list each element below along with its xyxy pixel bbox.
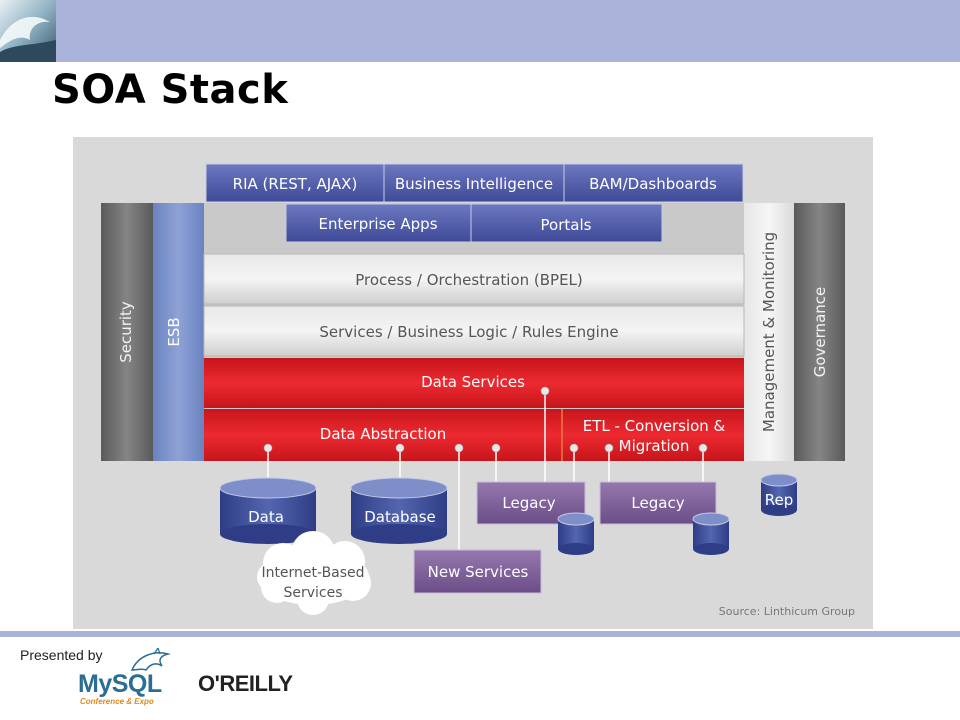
business-intelligence-label: Business Intelligence (395, 175, 553, 193)
security-bar (101, 203, 153, 461)
mysql-logo-subtitle: Conference & Expo (80, 697, 154, 706)
esb-label: ESB (165, 317, 183, 346)
governance-label: Governance (811, 287, 829, 378)
ria-label: RIA (REST, AJAX) (233, 175, 358, 193)
source-credit: Source: Linthicum Group (719, 605, 855, 618)
portals-box (470, 203, 663, 243)
slide-title: SOA Stack (52, 67, 289, 113)
esb-bar (153, 203, 204, 461)
management-bar (744, 203, 794, 461)
internet-cloud-icon: Internet-Based Services (257, 531, 371, 615)
new-services-label: New Services (428, 563, 529, 581)
presented-by-label: Presented by (20, 647, 103, 663)
mysql-logo: MySQL (78, 670, 162, 699)
connectors (267, 391, 704, 550)
security-label: Security (117, 301, 135, 363)
legacy-2-cylinder (692, 512, 730, 555)
diagram-panel: RIA (REST, AJAX) Business Intelligence B… (73, 137, 873, 629)
data-label: Data (248, 508, 284, 526)
header-bar (0, 0, 960, 62)
services-layer (203, 305, 745, 357)
mysql-logo-text: MySQL (78, 670, 162, 698)
database-cylinder: Database (350, 477, 448, 544)
rep-cylinder: Rep (760, 473, 798, 516)
footer-rule (0, 631, 960, 637)
enterprise-apps-box (285, 203, 472, 243)
etl-label-line2: Migration (619, 437, 690, 455)
data-services-layer (204, 358, 744, 408)
dolphin-icon (130, 646, 172, 680)
rep-label: Rep (765, 491, 794, 509)
bam-dashboards-label: BAM/Dashboards (589, 175, 717, 193)
second-row: Enterprise Apps Portals (285, 203, 663, 243)
wave-logo-icon (0, 0, 56, 62)
legacy-1-cylinder (557, 512, 595, 555)
data-services-label: Data Services (421, 373, 525, 391)
bam-dashboards-box (563, 163, 744, 203)
governance-bar (794, 203, 845, 461)
connector-dots (263, 386, 708, 453)
soa-diagram: RIA (REST, AJAX) Business Intelligence B… (101, 163, 855, 618)
oreilly-logo: O'REILLY (198, 671, 293, 696)
legacy-label-2: Legacy (631, 494, 684, 512)
internet-label-line2: Services (283, 585, 342, 601)
enterprise-apps-label: Enterprise Apps (318, 215, 437, 233)
management-label: Management & Monitoring (760, 232, 778, 432)
legacy-label-1: Legacy (502, 494, 555, 512)
data-abstraction-label: Data Abstraction (320, 425, 446, 443)
data-cylinder: Data (219, 477, 317, 544)
etl-layer (562, 409, 744, 461)
etl-label-line1: ETL - Conversion & (583, 417, 726, 435)
top-row: RIA (REST, AJAX) Business Intelligence B… (205, 163, 744, 203)
process-label: Process / Orchestration (BPEL) (355, 271, 583, 289)
internet-label-line1: Internet-Based (261, 565, 364, 581)
ria-box (205, 163, 385, 203)
new-services-box (413, 549, 542, 594)
portals-label: Portals (541, 216, 592, 234)
services-label: Services / Business Logic / Rules Engine (319, 323, 618, 341)
database-label: Database (364, 508, 436, 526)
process-layer (203, 253, 745, 305)
data-abstraction-layer (204, 409, 562, 461)
